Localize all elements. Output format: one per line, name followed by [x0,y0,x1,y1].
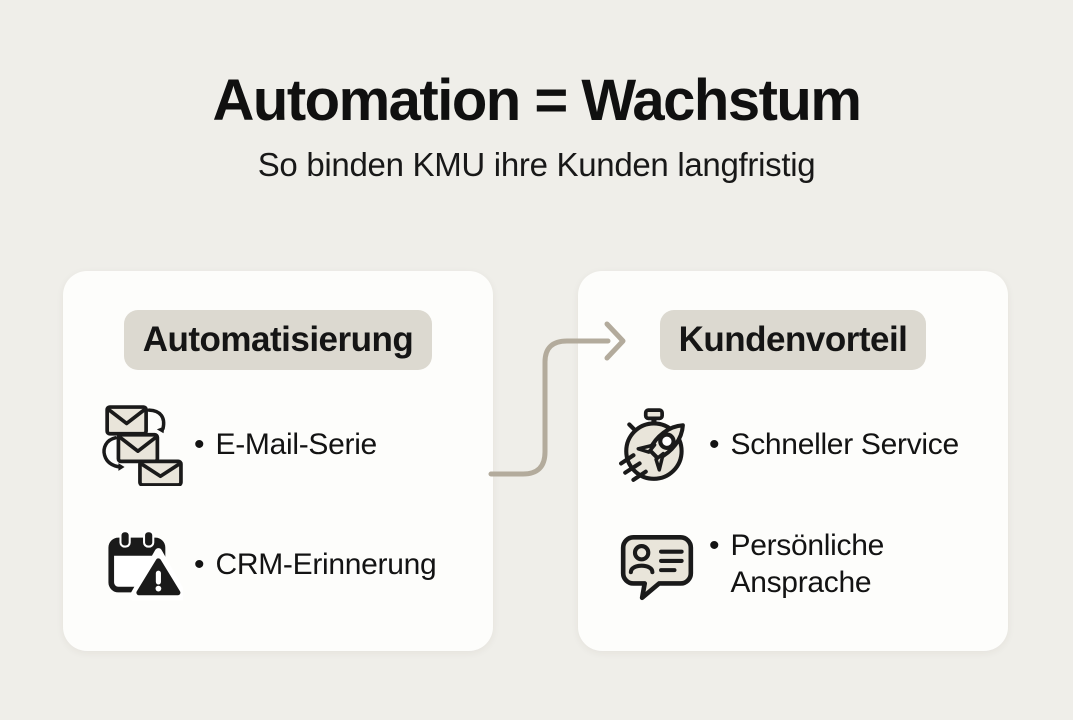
bullet: • [709,529,720,563]
calendar-alert-icon [101,524,188,606]
list-item: • CRM-Erinnerung [101,524,493,606]
badge-automatisierung: Automatisierung [123,310,433,370]
card-automatisierung: Automatisierung [63,271,493,651]
item-label: Schneller Service [730,427,960,461]
item-text: • Schneller Service [709,427,959,464]
connector-arrow [488,321,626,477]
page-title: Automation = Wachstum [212,68,862,133]
list-item: • E-Mail-Serie [101,404,493,487]
page-subtitle: So binden KMU ihre Kunden langfristig [257,145,816,183]
bullet: • [709,427,720,461]
item-label: E-Mail-Serie [215,427,378,461]
item-text: • E-Mail-Serie [194,427,377,464]
item-text: • Persönliche Ansprache [709,528,949,601]
list-item: • Persönliche Ansprache [616,524,1008,606]
personal-chat-icon [616,524,698,606]
email-series-icon [101,404,183,487]
card-items: • E-Mail-Serie • CRM-Erinnerung [63,404,493,606]
item-label: Persönliche Ansprache [730,529,885,599]
page-header: Automation = Wachstum So binden KMU ihre… [0,68,1073,184]
rocket-stopwatch-icon [616,404,698,486]
card-kundenvorteil: Kundenvorteil [578,271,1008,651]
card-items: • Schneller Service • Per [578,404,1008,606]
badge-kundenvorteil: Kundenvorteil [659,310,927,370]
bullet: • [194,547,205,581]
list-item: • Schneller Service [616,404,1008,486]
bullet: • [194,427,205,461]
item-text: • CRM-Erinnerung [194,547,437,584]
item-label: CRM-Erinnerung [215,547,437,581]
